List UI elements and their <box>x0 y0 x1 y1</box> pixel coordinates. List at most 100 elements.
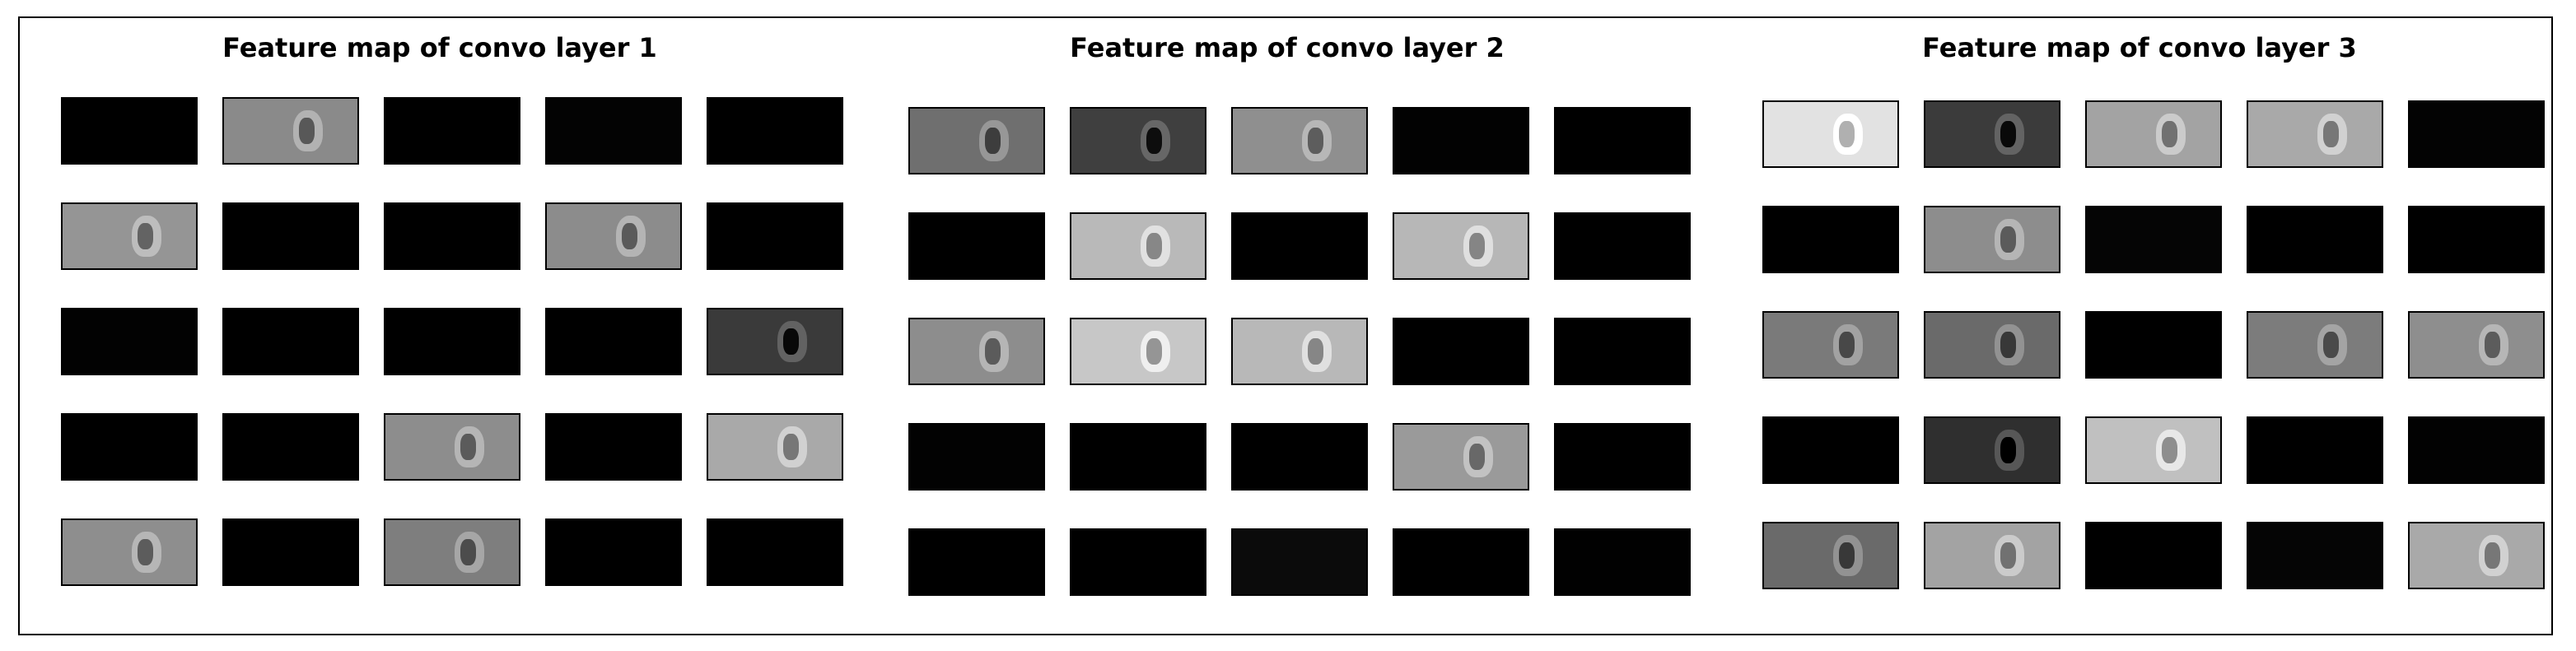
activation-core <box>298 118 315 144</box>
feature-map-thumbnail <box>222 202 359 270</box>
activation-core <box>1468 233 1486 259</box>
feature-map-thumbnail <box>2247 206 2383 273</box>
feature-map-thumbnail <box>707 202 843 270</box>
feature-map-thumbnail <box>222 97 359 165</box>
activation-core <box>1838 542 1855 569</box>
feature-map-thumbnail <box>1070 107 1206 174</box>
feature-map-thumbnail <box>2408 100 2545 168</box>
feature-map-thumbnail <box>2408 206 2545 273</box>
feature-map-thumbnail <box>908 212 1045 280</box>
feature-map-thumbnail <box>1231 212 1368 280</box>
panel-layer-2: Feature map of convo layer 2 <box>875 18 1699 635</box>
feature-map-thumbnail <box>1393 107 1529 174</box>
feature-map-thumbnail <box>545 202 682 270</box>
feature-map-thumbnail <box>1924 311 2060 379</box>
feature-map-thumbnail <box>2247 416 2383 484</box>
feature-map-thumbnail <box>1924 206 2060 273</box>
activation-core <box>137 539 154 565</box>
activation-core <box>2000 332 2017 358</box>
feature-map-thumbnail <box>908 423 1045 491</box>
activation-core <box>1307 338 1324 365</box>
activation-core <box>782 434 800 460</box>
feature-map-thumbnail <box>1554 423 1691 491</box>
feature-map-thumbnail <box>908 528 1045 596</box>
feature-map-thumbnail <box>707 308 843 375</box>
feature-map-thumbnail <box>707 97 843 165</box>
feature-map-thumbnail <box>384 308 520 375</box>
feature-map-thumbnail <box>222 413 359 481</box>
feature-map-thumbnail <box>2085 522 2222 589</box>
activation-core <box>2000 542 2017 569</box>
feature-map-thumbnail <box>384 202 520 270</box>
feature-map-thumbnail <box>1924 522 2060 589</box>
feature-map-thumbnail <box>545 308 682 375</box>
panel-title: Feature map of convo layer 3 <box>1922 32 2357 63</box>
panel-title: Feature map of convo layer 1 <box>222 32 657 63</box>
activation-core <box>984 128 1001 154</box>
panel-title: Feature map of convo layer 2 <box>1070 32 1505 63</box>
activation-core <box>1307 128 1324 154</box>
feature-map-thumbnail <box>1070 318 1206 385</box>
feature-map-grid <box>875 18 1699 635</box>
feature-map-thumbnail <box>61 308 198 375</box>
activation-core <box>984 338 1001 365</box>
feature-map-thumbnail <box>222 308 359 375</box>
activation-core <box>2322 332 2340 358</box>
activation-core <box>460 434 477 460</box>
feature-map-thumbnail <box>1231 528 1368 596</box>
feature-map-thumbnail <box>61 518 198 586</box>
feature-map-thumbnail <box>1762 206 1899 273</box>
feature-map-thumbnail <box>1070 423 1206 491</box>
feature-map-thumbnail <box>384 97 520 165</box>
feature-map-thumbnail <box>2247 100 2383 168</box>
feature-map-thumbnail <box>545 518 682 586</box>
feature-map-thumbnail <box>384 413 520 481</box>
activation-core <box>621 223 638 249</box>
feature-map-thumbnail <box>545 97 682 165</box>
feature-map-thumbnail <box>2085 311 2222 379</box>
feature-map-thumbnail <box>1924 100 2060 168</box>
feature-map-thumbnail <box>1231 107 1368 174</box>
feature-map-thumbnail <box>1070 528 1206 596</box>
feature-map-thumbnail <box>908 318 1045 385</box>
feature-map-thumbnail <box>1231 318 1368 385</box>
activation-core <box>2000 437 2017 463</box>
feature-map-thumbnail <box>2408 311 2545 379</box>
activation-core <box>1146 233 1163 259</box>
activation-core <box>1146 128 1163 154</box>
feature-map-grid <box>1728 18 2551 635</box>
feature-map-thumbnail <box>545 413 682 481</box>
feature-map-thumbnail <box>1554 107 1691 174</box>
feature-map-thumbnail <box>707 518 843 586</box>
feature-map-thumbnail <box>2085 416 2222 484</box>
feature-map-thumbnail <box>384 518 520 586</box>
activation-core <box>2000 226 2017 253</box>
feature-map-thumbnail <box>707 413 843 481</box>
feature-map-thumbnail <box>1393 212 1529 280</box>
feature-map-thumbnail <box>1554 318 1691 385</box>
feature-map-thumbnail <box>61 97 198 165</box>
feature-map-thumbnail <box>2085 206 2222 273</box>
activation-core <box>2161 437 2178 463</box>
activation-core <box>460 539 477 565</box>
feature-map-thumbnail <box>2408 522 2545 589</box>
feature-map-thumbnail <box>1393 423 1529 491</box>
feature-map-thumbnail <box>2247 522 2383 589</box>
feature-map-thumbnail <box>1231 423 1368 491</box>
feature-map-thumbnail <box>222 518 359 586</box>
panel-layer-3: Feature map of convo layer 3 <box>1728 18 2551 635</box>
feature-map-thumbnail <box>61 413 198 481</box>
figure-frame: Feature map of convo layer 1 Feature map… <box>18 16 2553 635</box>
feature-map-thumbnail <box>908 107 1045 174</box>
activation-core <box>137 223 154 249</box>
activation-core <box>2484 542 2501 569</box>
feature-map-thumbnail <box>2408 416 2545 484</box>
activation-core <box>2484 332 2501 358</box>
feature-map-thumbnail <box>1393 528 1529 596</box>
activation-core <box>2000 121 2017 147</box>
feature-map-thumbnail <box>1762 522 1899 589</box>
feature-map-thumbnail <box>1554 528 1691 596</box>
activation-core <box>1468 444 1486 470</box>
panel-layer-1: Feature map of convo layer 1 <box>28 18 852 635</box>
feature-map-thumbnail <box>1762 416 1899 484</box>
